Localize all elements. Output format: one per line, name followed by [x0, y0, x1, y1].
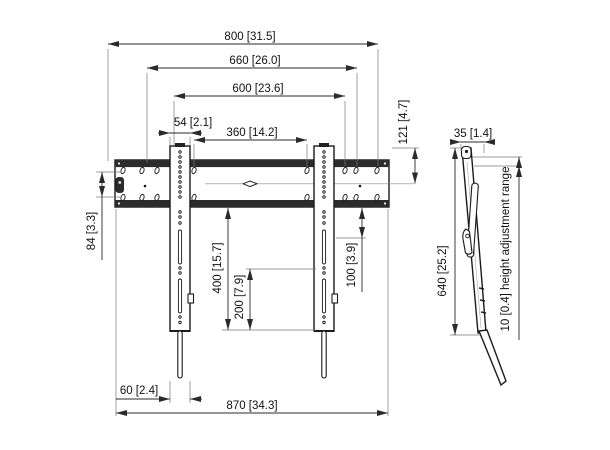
- lock-clip: [115, 177, 124, 193]
- rail-top-band: [115, 160, 389, 168]
- dim-label-600: 600 [23.6]: [232, 83, 283, 95]
- dim-label-121: 121 [4.7]: [398, 100, 410, 145]
- extension-lines: [96, 49, 522, 416]
- center-mark: [241, 180, 259, 188]
- dim-label-84: 84 [3.3]: [86, 212, 98, 250]
- dimension-labels: 800 [31.5] 660 [26.0] 600 [23.6] 54 [2.1…: [86, 31, 512, 412]
- dim-label-400: 400 [15.7]: [212, 242, 224, 293]
- tv-bracket-right: [313, 142, 339, 379]
- pin-hole-right: [358, 184, 362, 188]
- dim-label-35: 35 [1.4]: [454, 128, 492, 140]
- front-view: [114, 142, 414, 379]
- dim-label-660: 660 [26.0]: [229, 55, 280, 67]
- dim-label-800: 800 [31.5]: [224, 31, 275, 43]
- dim-label-54: 54 [2.1]: [174, 117, 212, 129]
- pin-hole-left: [143, 184, 147, 188]
- dim-label-870: 870 [34.3]: [226, 400, 277, 412]
- tv-bracket-left: [169, 142, 195, 379]
- side-latch: [462, 228, 473, 255]
- dim-label-height-adjustment-range: 10 [0.4] height adjustment range: [500, 167, 512, 332]
- dim-label-360: 360 [14.2]: [226, 127, 277, 139]
- dim-label-100: 100 [3.9]: [346, 243, 358, 288]
- rail-bottom-band: [115, 200, 389, 207]
- dim-label-200: 200 [7.9]: [234, 275, 246, 320]
- dim-label-640: 640 [25.2]: [437, 245, 449, 296]
- side-bottom-foot: [478, 329, 507, 387]
- side-view: [460, 145, 507, 387]
- dimension-lines: [99, 41, 522, 416]
- dim-label-60: 60 [2.4]: [120, 385, 158, 397]
